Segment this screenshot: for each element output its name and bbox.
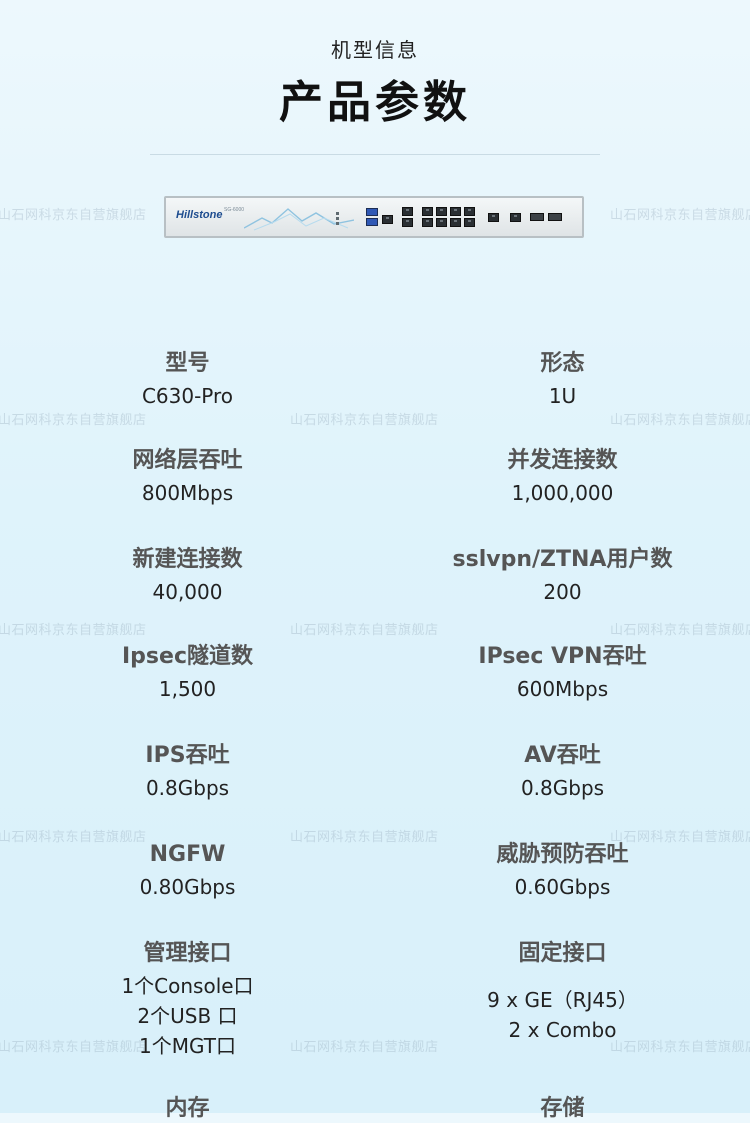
param-network-throughput: 网络层吞吐 800Mbps: [0, 447, 375, 508]
param-value: 2个USB 口: [137, 1004, 238, 1028]
ge-port: [436, 207, 447, 216]
ge-port: [464, 207, 475, 216]
param-label: 并发连接数: [507, 448, 618, 473]
mountain-graphic: [244, 208, 354, 231]
param-value: 9 x GE（RJ45）: [487, 988, 638, 1012]
param-management-ports: 管理接口 1个Console口 2个USB 口 1个MGT口: [0, 940, 375, 1061]
param-value: 1,500: [158, 677, 217, 701]
param-value: 1个Console口: [121, 974, 254, 998]
brand-logo: Hillstone: [176, 209, 223, 221]
param-value: 600Mbps: [516, 677, 609, 701]
param-ipsec-throughput: IPsec VPN吞吐 600Mbps: [375, 643, 750, 704]
param-label: 固定接口: [518, 941, 607, 966]
status-leds: [336, 210, 346, 230]
param-label: Ipsec隧道数: [122, 644, 253, 669]
ge-port: [488, 213, 499, 222]
divider: [150, 154, 600, 155]
param-label: 新建连接数: [132, 547, 243, 572]
param-storage: 存储: [375, 1095, 750, 1123]
sfp-port: [548, 213, 562, 221]
param-label: 内存: [165, 1096, 210, 1121]
param-label: sslvpn/ZTNA用户数: [452, 547, 673, 572]
device-image: Hillstone SG-6000: [164, 196, 584, 238]
param-av-throughput: AV吞吐 0.8Gbps: [375, 742, 750, 803]
param-label: 型号: [165, 351, 210, 376]
ge-port: [464, 218, 475, 227]
param-value: 0.80Gbps: [139, 875, 236, 899]
param-ngfw: NGFW 0.80Gbps: [0, 841, 375, 902]
console-port: [382, 215, 393, 224]
ge-port: [510, 213, 521, 222]
mgt-port: [402, 218, 413, 227]
param-threat-prevention: 威胁预防吞吐 0.60Gbps: [375, 841, 750, 902]
param-ipsec-tunnels: Ipsec隧道数 1,500: [0, 643, 375, 704]
param-label: 形态: [540, 351, 585, 376]
param-memory: 内存: [0, 1095, 375, 1123]
usb-port: [366, 218, 378, 226]
param-label: 网络层吞吐: [132, 448, 243, 473]
param-value: 40,000: [152, 580, 223, 604]
param-label: IPS吞吐: [145, 743, 230, 768]
param-label: NGFW: [149, 842, 226, 867]
device-model-tag: SG-6000: [224, 207, 245, 213]
param-ips-throughput: IPS吞吐 0.8Gbps: [0, 742, 375, 803]
ge-port: [422, 218, 433, 227]
param-concurrent-sessions: 并发连接数 1,000,000: [375, 447, 750, 508]
param-sslvpn-users: sslvpn/ZTNA用户数 200: [375, 546, 750, 607]
param-value: 0.60Gbps: [514, 875, 611, 899]
usb-port: [366, 208, 378, 216]
ge-port: [450, 207, 461, 216]
ge-port: [450, 218, 461, 227]
param-value: 1,000,000: [511, 481, 614, 505]
page-title: 产品参数: [279, 77, 471, 128]
param-fixed-ports: 固定接口 9 x GE（RJ45） 2 x Combo: [375, 940, 750, 1045]
param-label: 威胁预防吞吐: [496, 842, 629, 867]
param-model: 型号 C630-Pro: [0, 350, 375, 411]
param-new-sessions: 新建连接数 40,000: [0, 546, 375, 607]
ge-port: [422, 207, 433, 216]
param-label: 管理接口: [143, 941, 232, 966]
param-value: C630-Pro: [141, 384, 234, 408]
mgt-port: [402, 207, 413, 216]
sfp-port: [530, 213, 544, 221]
param-value: 1个MGT口: [139, 1034, 236, 1058]
param-label: 存储: [540, 1096, 585, 1121]
param-label: AV吞吐: [524, 743, 601, 768]
param-form-factor: 形态 1U: [375, 350, 750, 411]
ge-port: [436, 218, 447, 227]
param-value: 200: [543, 580, 582, 604]
param-value: 800Mbps: [141, 481, 234, 505]
section-subtitle: 机型信息: [331, 38, 419, 62]
param-value: 2 x Combo: [508, 1018, 617, 1042]
param-value: 0.8Gbps: [520, 776, 605, 800]
param-value: 1U: [548, 384, 577, 408]
param-label: IPsec VPN吞吐: [478, 644, 647, 669]
param-value: 0.8Gbps: [145, 776, 230, 800]
